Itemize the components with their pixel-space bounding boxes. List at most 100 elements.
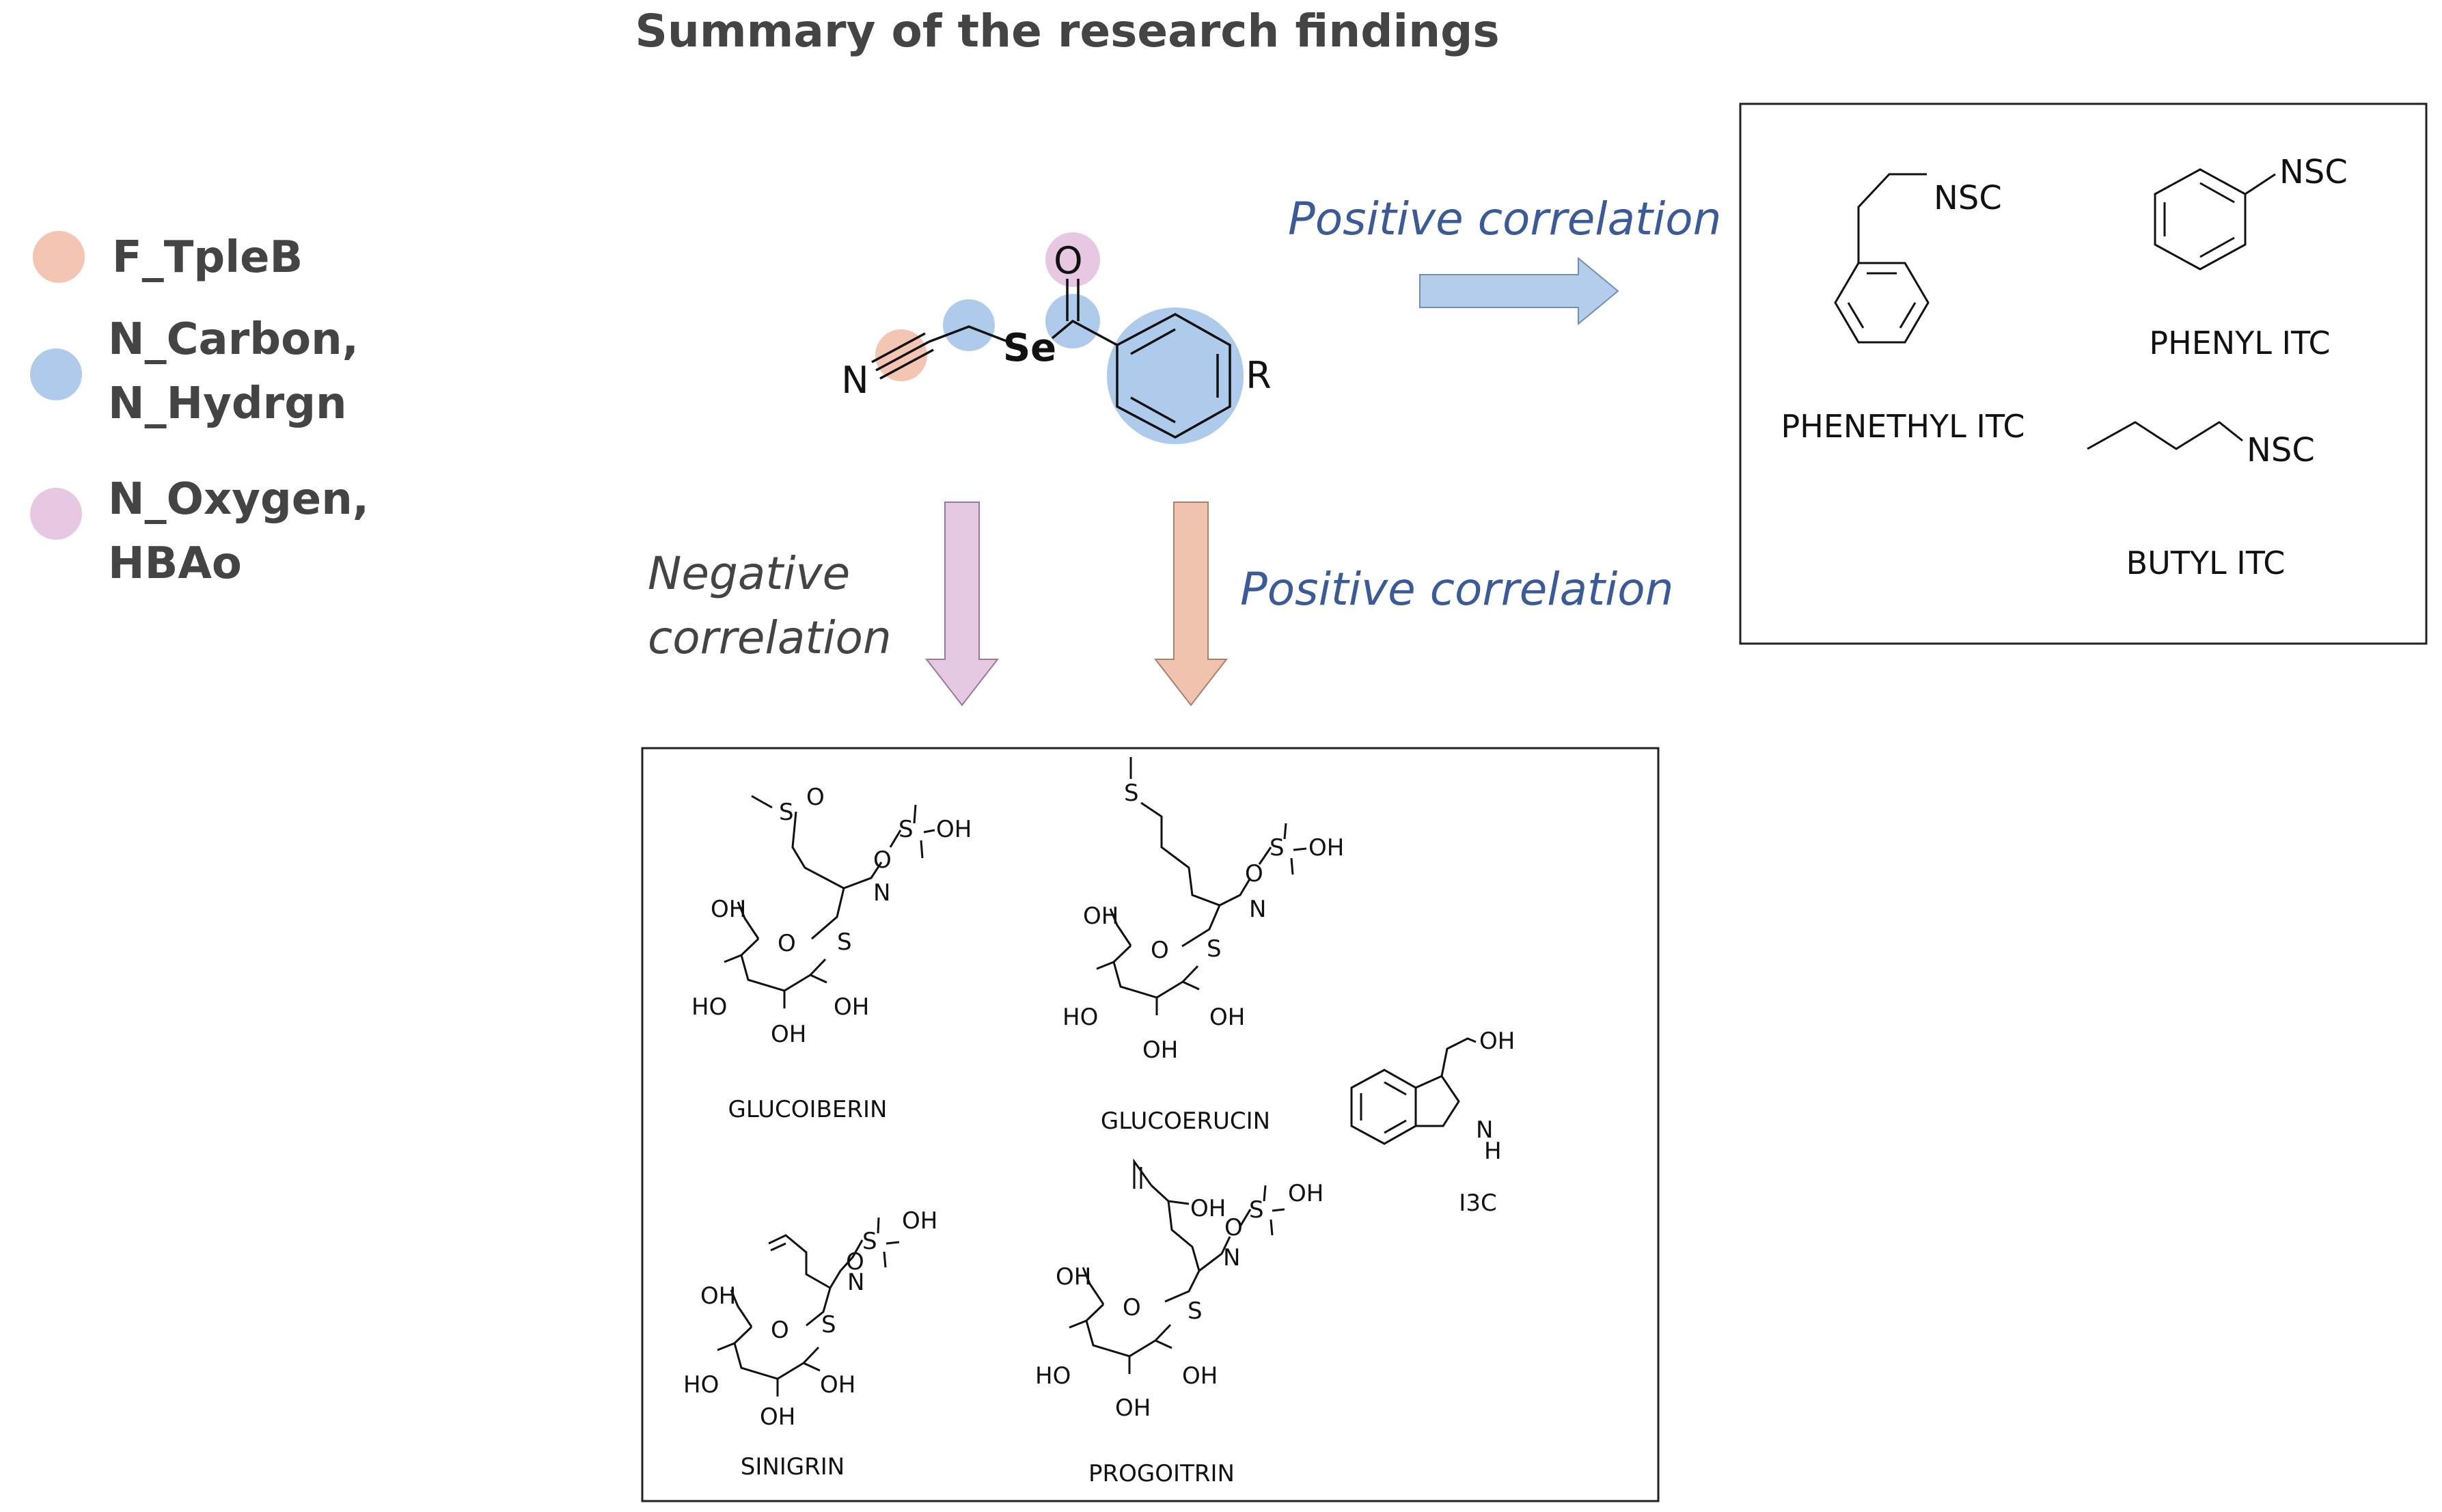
highlight-ch2: [943, 299, 995, 351]
glucoerucin-oxime-o-label: O: [1245, 860, 1263, 888]
svg-text:N_Carbon, N_Hydrgn: N_Carbon, N_Hydrgn: [108, 314, 374, 429]
progoitrin-oh2-label: OH: [1182, 1362, 1218, 1390]
glucoiberin-oh2-label: OH: [834, 993, 869, 1021]
glucoerucin-s-label: S: [1124, 780, 1139, 807]
svg-text:N_Oxygen, HBAo: N_Oxygen, HBAo: [108, 474, 384, 589]
svg-text:Negative correlation: Negative correlation: [648, 547, 892, 664]
glucoerucin-n-label: N: [1249, 896, 1266, 923]
positive-correlation-right-arrow: [1419, 256, 1619, 326]
legend-marker-triple-bond: [33, 231, 85, 283]
sinigrin-sulfate-oh-label: OH: [902, 1207, 937, 1235]
sinigrin-ch2oh-label: OH: [700, 1282, 736, 1310]
glucoiberin-s-label: S: [779, 799, 794, 826]
glucoiberin-n-label: N: [873, 879, 890, 907]
progoitrin: OH S OH O N S O OH HO OH OH PROGOITRIN: [1035, 1158, 1323, 1487]
i3c-name: I3C: [1459, 1190, 1496, 1217]
glucoiberin-sulfate-oh-label: OH: [936, 816, 972, 843]
glucoerucin-name: GLUCOERUCIN: [1101, 1108, 1270, 1135]
progoitrin-hydroxy-oh-label: OH: [1190, 1195, 1226, 1222]
phenethyl-nsc-label: NSC: [1934, 179, 2002, 217]
legend: F_TpleB N_Carbon, N_Hydrgn N_Oxygen, HBA…: [30, 231, 384, 589]
progoitrin-thio-s-label: S: [1188, 1297, 1203, 1325]
i3c-n-label: N: [1476, 1116, 1493, 1144]
legend-label-triple-bond: F_TpleB: [112, 232, 303, 283]
atom-r: R: [1246, 354, 1272, 397]
glucoiberin-sulfoxide-o-label: O: [806, 784, 825, 811]
positive-correlation-down-label: Positive correlation: [1240, 563, 1674, 616]
butyl-nsc-label: NSC: [2247, 431, 2315, 469]
glucoerucin-thio-s-label: S: [1207, 935, 1222, 963]
svg-text:N O R: N O R: [841, 239, 1272, 402]
progoitrin-name: PROGOITRIN: [1088, 1460, 1235, 1487]
progoitrin-n-label: N: [1223, 1244, 1240, 1272]
glucoerucin: S S OH O N S O OH HO OH OH GLUCOERUCIN: [1062, 757, 1344, 1135]
glucoiberin-oh3-label: OH: [771, 1021, 806, 1048]
glucoiberin: S O S OH O N S O OH HO OH OH GLUCOIBERIN: [691, 784, 972, 1123]
highlight-triple-bond: [875, 329, 927, 381]
isothiocyanate-box: [1739, 102, 2428, 645]
glucoerucin-ho-label: HO: [1062, 1004, 1098, 1031]
glucoerucin-ring-o-label: O: [1151, 937, 1169, 964]
phenethyl-itc: NSC PHENETHYL ITC: [1781, 173, 2025, 445]
butyl-itc: NSC BUTYL ITC: [2087, 421, 2315, 581]
glucoiberin-sulfate-s-label: S: [898, 816, 914, 843]
highlight-benzene-ring: [1107, 307, 1244, 444]
glucoerucin-ch2oh-label: OH: [1083, 903, 1119, 930]
glucoerucin-sulfate-s-label: S: [1270, 834, 1285, 862]
glucoiberin-ch2oh-label: OH: [711, 896, 746, 923]
glucoerucin-sulfate-oh-label: OH: [1308, 834, 1344, 862]
progoitrin-sulfate-s-label: S: [1249, 1196, 1264, 1224]
sinigrin-oxime-o-label: O: [846, 1248, 864, 1276]
progoitrin-ch2oh-label: OH: [1056, 1263, 1091, 1291]
progoitrin-ring-o-label: O: [1123, 1294, 1141, 1321]
sinigrin-oh3-label: OH: [760, 1403, 795, 1431]
sinigrin-name: SINIGRIN: [741, 1453, 845, 1481]
i3c-h-label: H: [1484, 1138, 1502, 1165]
svg-text:F_TpleB: F_TpleB: [112, 232, 303, 283]
i3c: OH N H I3C: [1350, 1028, 1515, 1217]
glucosinolate-box: [641, 747, 1660, 1502]
sinigrin-n-label: N: [847, 1269, 864, 1296]
glucoiberin-thio-s-label: S: [837, 929, 852, 956]
sinigrin-oh2-label: OH: [820, 1371, 855, 1399]
legend-label-carbon-line1: N_Carbon,: [108, 314, 359, 365]
glucoiberin-ring-o-label: O: [778, 930, 796, 957]
phenethyl-itc-name: PHENETHYL ITC: [1781, 408, 2025, 445]
negative-correlation-label-line2: correlation: [648, 611, 892, 664]
glucoiberin-oxime-o-label: O: [873, 847, 892, 874]
glucoiberin-name: GLUCOIBERIN: [728, 1096, 888, 1123]
negative-correlation-label-line1: Negative: [648, 547, 850, 600]
atom-o: O: [1054, 239, 1083, 282]
progoitrin-oxime-o-label: O: [1224, 1214, 1243, 1241]
figure-title: Summary of the research findings: [635, 5, 1499, 57]
progoitrin-ho-label: HO: [1035, 1362, 1071, 1390]
sinigrin-sulfate-s-label: S: [862, 1228, 877, 1255]
atom-n: N: [841, 359, 868, 402]
legend-label-oxygen-line1: N_Oxygen,: [108, 474, 369, 525]
butyl-itc-name: BUTYL ITC: [2126, 545, 2286, 581]
phenyl-nsc-label: NSC: [2279, 153, 2348, 191]
phenyl-itc: NSC PHENYL ITC: [2149, 153, 2348, 361]
legend-marker-carbon-hydrogen: [30, 348, 82, 400]
i3c-oh-label: OH: [1479, 1028, 1515, 1055]
negative-correlation-arrow: [924, 501, 1000, 706]
highlight-oxygen: [1045, 232, 1100, 287]
glucoiberin-ho-label: HO: [691, 993, 727, 1021]
sinigrin-ring-o-label: O: [771, 1317, 789, 1344]
legend-label-oxygen-line2: HBAo: [108, 538, 242, 589]
glucoerucin-oh3-label: OH: [1142, 1036, 1178, 1064]
progoitrin-oh3-label: OH: [1115, 1394, 1151, 1422]
sinigrin-thio-s-label: S: [821, 1311, 836, 1338]
legend-marker-oxygen: [30, 488, 82, 540]
phenyl-itc-name: PHENYL ITC: [2149, 325, 2330, 361]
legend-label-carbon-line2: N_Hydrgn: [108, 379, 347, 429]
central-molecule: N O R Se: [841, 232, 1272, 444]
positive-correlation-right-label: Positive correlation: [1288, 193, 1722, 245]
positive-correlation-down-arrow: [1153, 501, 1229, 706]
sinigrin-ho-label: HO: [683, 1371, 719, 1399]
sinigrin: S OH O N S O OH HO OH OH SINIGRIN: [683, 1207, 937, 1481]
glucoerucin-oh2-label: OH: [1209, 1004, 1245, 1031]
atom-se: Se: [1003, 326, 1056, 370]
progoitrin-sulfate-oh-label: OH: [1288, 1180, 1323, 1207]
